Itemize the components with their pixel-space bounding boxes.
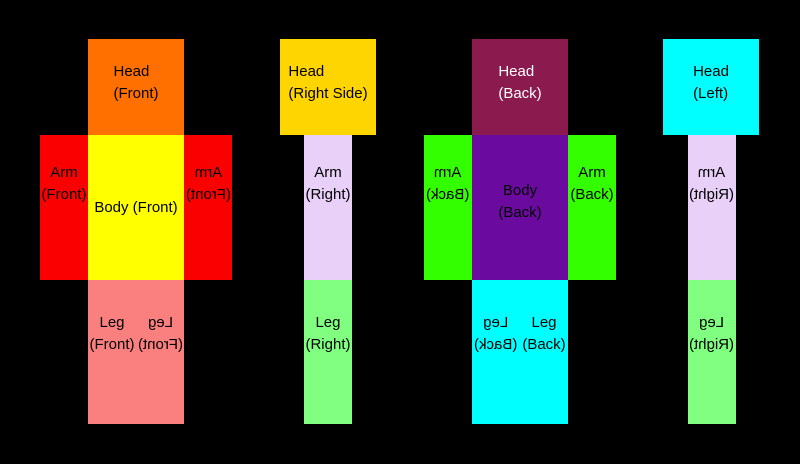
- leg-front-left-box: Leg (Front): [88, 280, 136, 424]
- label-line: Body (Front): [94, 198, 178, 216]
- label-line: (Back): [498, 85, 542, 102]
- legs-back-box: Leg (Back) Leg (Back): [472, 280, 568, 424]
- arm-front-right-box: Arm (Front): [184, 135, 232, 280]
- arm-right-label: Arm (Right): [305, 162, 350, 206]
- arm-back-right-label: Arm (Back): [570, 162, 613, 206]
- leg-right-box: Leg (Right): [304, 280, 352, 424]
- label-line: Head: [693, 63, 729, 80]
- label-line: Arm: [50, 163, 78, 181]
- label-line: Leg: [315, 314, 341, 331]
- label-line: (Back): [426, 185, 470, 203]
- arm-front-left-box: Arm (Front): [40, 135, 88, 280]
- body-back-label: Body (Back): [498, 180, 541, 224]
- head-right-side-box: Head (Right Side): [280, 39, 376, 135]
- label-line: Leg: [699, 314, 725, 331]
- label-line: (Front): [137, 336, 183, 353]
- label-line: Body: [502, 181, 538, 199]
- label-line: Arm: [314, 163, 342, 181]
- leg-front-right-box: Leg (Front): [136, 280, 184, 424]
- label-line: (Back): [522, 336, 566, 353]
- leg-front-right-label: Leg (Front): [138, 312, 183, 356]
- label-line: (Back): [570, 185, 614, 203]
- leg-left-side-label: Leg (Right): [689, 312, 734, 356]
- label-line: (Front): [41, 185, 87, 203]
- arm-back-left-label: Arm (Back): [426, 162, 469, 206]
- label-line: Arm: [434, 163, 462, 181]
- head-left-side-label: Head (Left): [693, 61, 729, 105]
- arm-left-side-box: Arm (Right): [688, 135, 736, 280]
- label-line: (Front): [185, 185, 231, 203]
- body-back-box: Body (Back): [472, 135, 568, 280]
- arm-front-right-label: Arm (Front): [186, 162, 231, 206]
- label-line: (Back): [474, 336, 518, 353]
- label-line: (Back): [498, 203, 542, 221]
- leg-right-label: Leg (Right): [305, 312, 350, 356]
- leg-back-left-label: Leg (Back): [474, 312, 517, 356]
- leg-back-right-box: Leg (Back): [520, 280, 568, 424]
- head-front-label: Head (Front): [114, 61, 159, 105]
- head-back-box: Head (Back): [472, 39, 568, 135]
- label-line: Head: [498, 63, 535, 80]
- arm-left-side-label: Arm (Right): [689, 162, 734, 206]
- label-line: (Right): [689, 185, 735, 203]
- body-front-box: Body (Front): [88, 135, 184, 280]
- label-line: Leg: [531, 314, 557, 331]
- arm-back-right-box: Arm (Back): [568, 135, 616, 280]
- label-line: (Right Side): [288, 85, 368, 102]
- body-front-label: Body (Front): [94, 197, 177, 219]
- arm-back-left-box: Arm (Back): [424, 135, 472, 280]
- leg-back-left-box: Leg (Back): [472, 280, 520, 424]
- head-back-label: Head (Back): [498, 61, 541, 105]
- head-left-side-box: Head (Left): [663, 39, 759, 135]
- label-line: Arm: [578, 163, 606, 181]
- arm-front-left-label: Arm (Front): [42, 162, 87, 206]
- label-line: Head: [288, 63, 325, 80]
- leg-front-left-label: Leg (Front): [90, 312, 135, 356]
- label-line: Leg: [99, 314, 125, 331]
- label-line: (Right): [689, 336, 735, 353]
- head-front-box: Head (Front): [88, 39, 184, 135]
- label-line: Leg: [147, 314, 173, 331]
- legs-front-box: Leg (Front) Leg (Front): [88, 280, 184, 424]
- label-line: (Right): [305, 185, 351, 203]
- leg-back-right-label: Leg (Back): [522, 312, 565, 356]
- leg-left-side-box: Leg (Right): [688, 280, 736, 424]
- arm-right-box: Arm (Right): [304, 135, 352, 280]
- label-line: Leg: [483, 314, 509, 331]
- label-line: Arm: [194, 163, 222, 181]
- label-line: (Right): [305, 336, 351, 353]
- label-line: (Front): [113, 85, 159, 102]
- label-line: (Front): [89, 336, 135, 353]
- label-line: Arm: [698, 163, 726, 181]
- head-right-side-label: Head (Right Side): [288, 61, 367, 105]
- label-line: Head: [113, 63, 150, 80]
- label-line: (Left): [693, 85, 729, 102]
